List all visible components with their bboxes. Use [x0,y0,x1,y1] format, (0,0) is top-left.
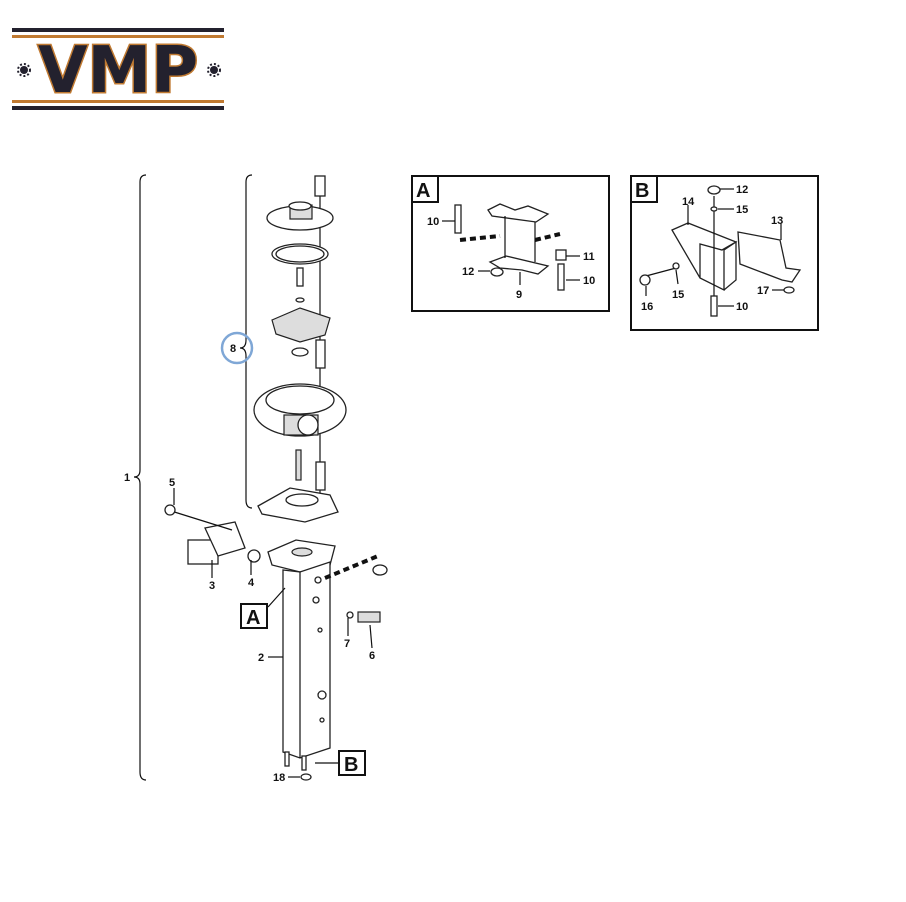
detail-a-title: A [416,180,430,202]
detail-a: A 10 11 12 9 10 [411,175,610,312]
callout-a-11: 11 [583,251,595,263]
callout-a-9: 9 [516,289,522,301]
brace-pump-8 [239,174,253,509]
callout-b-14: 14 [682,196,695,208]
reference-b[interactable]: B [344,754,358,776]
callout-b-15-top: 15 [736,204,748,216]
callout-b-15: 15 [672,289,684,301]
callout-4: 4 [248,577,255,589]
callout-b-16: 16 [641,301,653,313]
callout-8: 8 [230,343,236,355]
callout-a-12: 12 [462,266,474,278]
callout-a-10-top: 10 [427,216,439,228]
callout-18: 18 [273,772,285,784]
callout-b-12: 12 [736,184,748,196]
brace-assembly-1 [133,174,147,781]
pump-assembly [164,175,388,781]
callout-1: 1 [124,472,130,484]
callout-7: 7 [344,638,350,650]
callout-b-17: 17 [757,285,769,297]
gear-icon [17,63,31,77]
detail-b: B 12 15 14 13 16 15 17 10 [630,175,819,331]
vmp-logo: VMP [12,28,224,110]
reference-a[interactable]: A [246,607,260,629]
callout-a-10-bottom: 10 [583,275,595,287]
callout-6: 6 [369,650,375,662]
callout-b-13: 13 [771,215,783,227]
callout-b-10: 10 [736,301,748,313]
callout-3: 3 [209,580,215,592]
highlight-circle [220,331,254,365]
detail-b-title: B [635,180,649,202]
gear-icon [207,63,221,77]
callout-2: 2 [258,652,264,664]
logo-text: VMP [38,34,198,108]
callout-5: 5 [169,477,175,489]
